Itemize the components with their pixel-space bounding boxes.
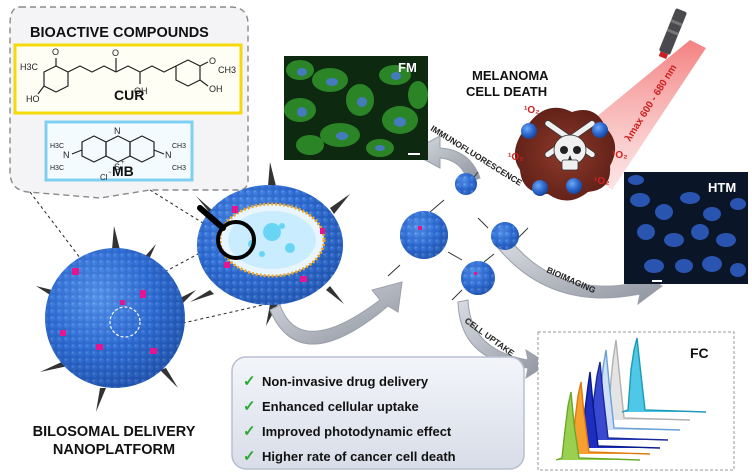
mb-structure-box bbox=[44, 120, 194, 182]
cur-ch3-left: H3C bbox=[20, 62, 39, 72]
mb-ring-s: S bbox=[114, 162, 120, 172]
mb-h3c-top: H3C bbox=[50, 143, 64, 150]
cur-oh-right: OH bbox=[209, 84, 223, 94]
melanoma-line2: CELL DEATH bbox=[466, 84, 547, 99]
fm-label: FM bbox=[398, 60, 417, 75]
nanoplatform-label-line2: NANOPLATFORM bbox=[53, 442, 175, 458]
mb-chloride: Cl bbox=[100, 173, 108, 182]
mb-ring-n: N bbox=[114, 126, 121, 136]
cur-methoxy-o-right: O bbox=[209, 56, 216, 66]
magnifier-lens bbox=[216, 220, 256, 260]
photosensitizer-nanoparticles bbox=[521, 122, 608, 196]
arrow-to-cells bbox=[269, 281, 403, 345]
cur-ch3-right: CH3 bbox=[218, 65, 236, 75]
cur-structure-box bbox=[13, 43, 243, 115]
mb-ch3-top: CH3 bbox=[172, 143, 186, 150]
benefit-text: Enhanced cellular uptake bbox=[262, 399, 419, 414]
cross-section-pink-markers bbox=[224, 206, 325, 282]
melanoma-line1: MELANOMA bbox=[472, 68, 549, 83]
htm-microscopy-image: HTM bbox=[624, 172, 748, 284]
check-icon: ✓ bbox=[243, 398, 256, 415]
check-icon: ✓ bbox=[243, 448, 256, 465]
mb-n-right: N bbox=[165, 150, 172, 160]
benefit-item-2: ✓ Enhanced cellular uptake bbox=[243, 398, 419, 415]
cur-methoxy-o-left: O bbox=[52, 47, 59, 57]
cur-enol-oh: OH bbox=[134, 86, 148, 96]
bioactive-compounds-panel: BIOACTIVE COMPOUNDS O H3C HO O OH O CH3 … bbox=[9, 6, 249, 199]
zoom-region-marker bbox=[109, 306, 141, 338]
benefit-item-3: ✓ Improved photodynamic effect bbox=[243, 423, 452, 440]
htm-label: HTM bbox=[708, 180, 736, 195]
pink-markers bbox=[60, 268, 157, 354]
bilosome-cross-section bbox=[190, 162, 350, 326]
mb-chloride-charge: − bbox=[108, 170, 112, 176]
singlet-oxygen-2: ¹O₂ bbox=[508, 152, 524, 163]
fc-histogram-panel: FC bbox=[537, 331, 735, 471]
fc-label: FC bbox=[690, 345, 709, 361]
cross-section-spikes bbox=[190, 162, 350, 326]
melanoma-cell bbox=[514, 107, 616, 201]
singlet-oxygen-4: ¹O₂ bbox=[594, 176, 610, 187]
cur-ketone-o: O bbox=[112, 48, 119, 58]
benefit-item-1: ✓ Non-invasive drug delivery bbox=[243, 373, 429, 390]
check-icon: ✓ bbox=[243, 423, 256, 440]
fc-histogram-curves bbox=[555, 337, 707, 461]
small-nanoparticles bbox=[387, 171, 529, 301]
skull-crossbones-icon bbox=[544, 120, 596, 171]
mb-molecule-structure bbox=[71, 135, 165, 163]
benefits-panel: ✓ Non-invasive drug delivery ✓ Enhanced … bbox=[231, 356, 525, 470]
benefit-text: Higher rate of cancer cell death bbox=[262, 449, 456, 464]
arrow-bioimaging bbox=[497, 239, 663, 306]
mb-h3c-bottom: H3C bbox=[50, 165, 64, 172]
bilosome-sphere-large bbox=[36, 226, 196, 412]
mb-n-left: N bbox=[63, 150, 70, 160]
bioactive-title: BIOACTIVE COMPOUNDS bbox=[30, 25, 209, 41]
check-icon: ✓ bbox=[243, 373, 256, 390]
benefit-text: Non-invasive drug delivery bbox=[262, 374, 429, 389]
benefit-item-4: ✓ Higher rate of cancer cell death bbox=[243, 448, 456, 465]
fm-microscopy-image: FM bbox=[284, 56, 428, 160]
magnifier-handle bbox=[197, 205, 226, 231]
cur-label: CUR bbox=[114, 87, 144, 103]
mb-label: MB bbox=[112, 163, 134, 179]
laser-pointer bbox=[658, 8, 687, 60]
singlet-oxygen-3: ¹O₂ bbox=[612, 150, 628, 161]
cur-oh-left: HO bbox=[26, 94, 40, 104]
fm-scale-bar bbox=[408, 153, 420, 155]
encapsulated-mb bbox=[248, 223, 295, 257]
benefit-text: Improved photodynamic effect bbox=[262, 424, 452, 439]
htm-scale-bar bbox=[652, 280, 662, 282]
singlet-oxygen-1: ¹O₂ bbox=[524, 105, 540, 116]
cur-molecule-structure bbox=[37, 58, 209, 95]
mb-s-charge: + bbox=[121, 160, 125, 166]
nanoplatform-label-line1: BILOSOMAL DELIVERY bbox=[33, 424, 196, 440]
mb-ch3-bottom: CH3 bbox=[172, 165, 186, 172]
